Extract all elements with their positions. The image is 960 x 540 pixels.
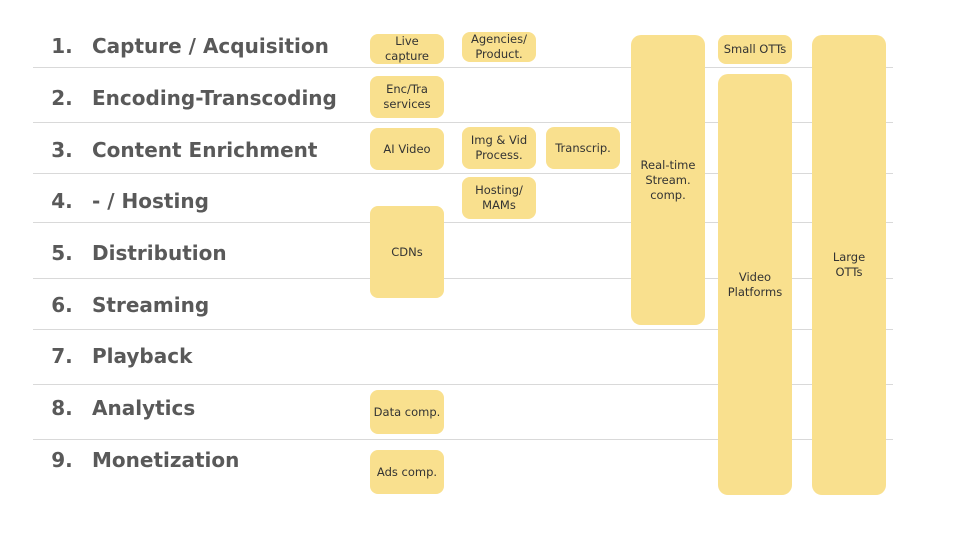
box-video-platforms: Video Platforms (718, 74, 792, 495)
step-label: Distribution (92, 241, 227, 265)
step-row: 3. Content Enrichment (0, 136, 360, 164)
step-label: Analytics (92, 396, 196, 420)
row-divider (33, 439, 893, 440)
step-row: 6. Streaming (0, 291, 360, 319)
box-enc-tra-services: Enc/Tra services (370, 76, 444, 118)
step-row: 7. Playback (0, 342, 360, 370)
step-label: Streaming (92, 293, 210, 317)
step-row: 8. Analytics (0, 394, 360, 422)
box-small-otts: Small OTTs (718, 35, 792, 64)
step-number: 7. (51, 344, 73, 368)
step-label: - / Hosting (92, 189, 209, 213)
step-label: Playback (92, 344, 193, 368)
row-divider (33, 278, 893, 279)
step-number: 4. (51, 189, 73, 213)
row-divider (33, 67, 893, 68)
box-realtime-stream: Real-time Stream. comp. (631, 35, 705, 325)
step-number: 6. (51, 293, 73, 317)
box-ads-comp: Ads comp. (370, 450, 444, 494)
step-label: Capture / Acquisition (92, 34, 329, 58)
step-number: 3. (51, 138, 73, 162)
box-img-vid-process: Img & Vid Process. (462, 127, 536, 169)
box-agencies-product: Agencies/ Product. (462, 32, 536, 62)
row-divider (33, 122, 893, 123)
step-label: Encoding-Transcoding (92, 86, 337, 110)
step-number: 2. (51, 86, 73, 110)
step-row: 9. Monetization (0, 446, 360, 474)
row-divider (33, 173, 893, 174)
row-divider (33, 384, 893, 385)
step-row: 5. Distribution (0, 239, 360, 267)
box-transcrip: Transcrip. (546, 127, 620, 169)
box-data-comp: Data comp. (370, 390, 444, 434)
row-divider (33, 329, 893, 330)
box-ai-video: AI Video (370, 128, 444, 170)
step-number: 5. (51, 241, 73, 265)
box-live-capture: Live capture (370, 34, 444, 64)
step-number: 8. (51, 396, 73, 420)
step-row: 4. - / Hosting (0, 187, 360, 215)
step-number: 9. (51, 448, 73, 472)
box-hosting-mams: Hosting/ MAMs (462, 177, 536, 219)
row-divider (33, 222, 893, 223)
box-large-otts: Large OTTs (812, 35, 886, 495)
step-label: Content Enrichment (92, 138, 318, 162)
step-row: 2. Encoding-Transcoding (0, 84, 360, 112)
step-row: 1. Capture / Acquisition (0, 32, 360, 60)
step-label: Monetization (92, 448, 240, 472)
box-cdns: CDNs (370, 206, 444, 298)
step-number: 1. (51, 34, 73, 58)
